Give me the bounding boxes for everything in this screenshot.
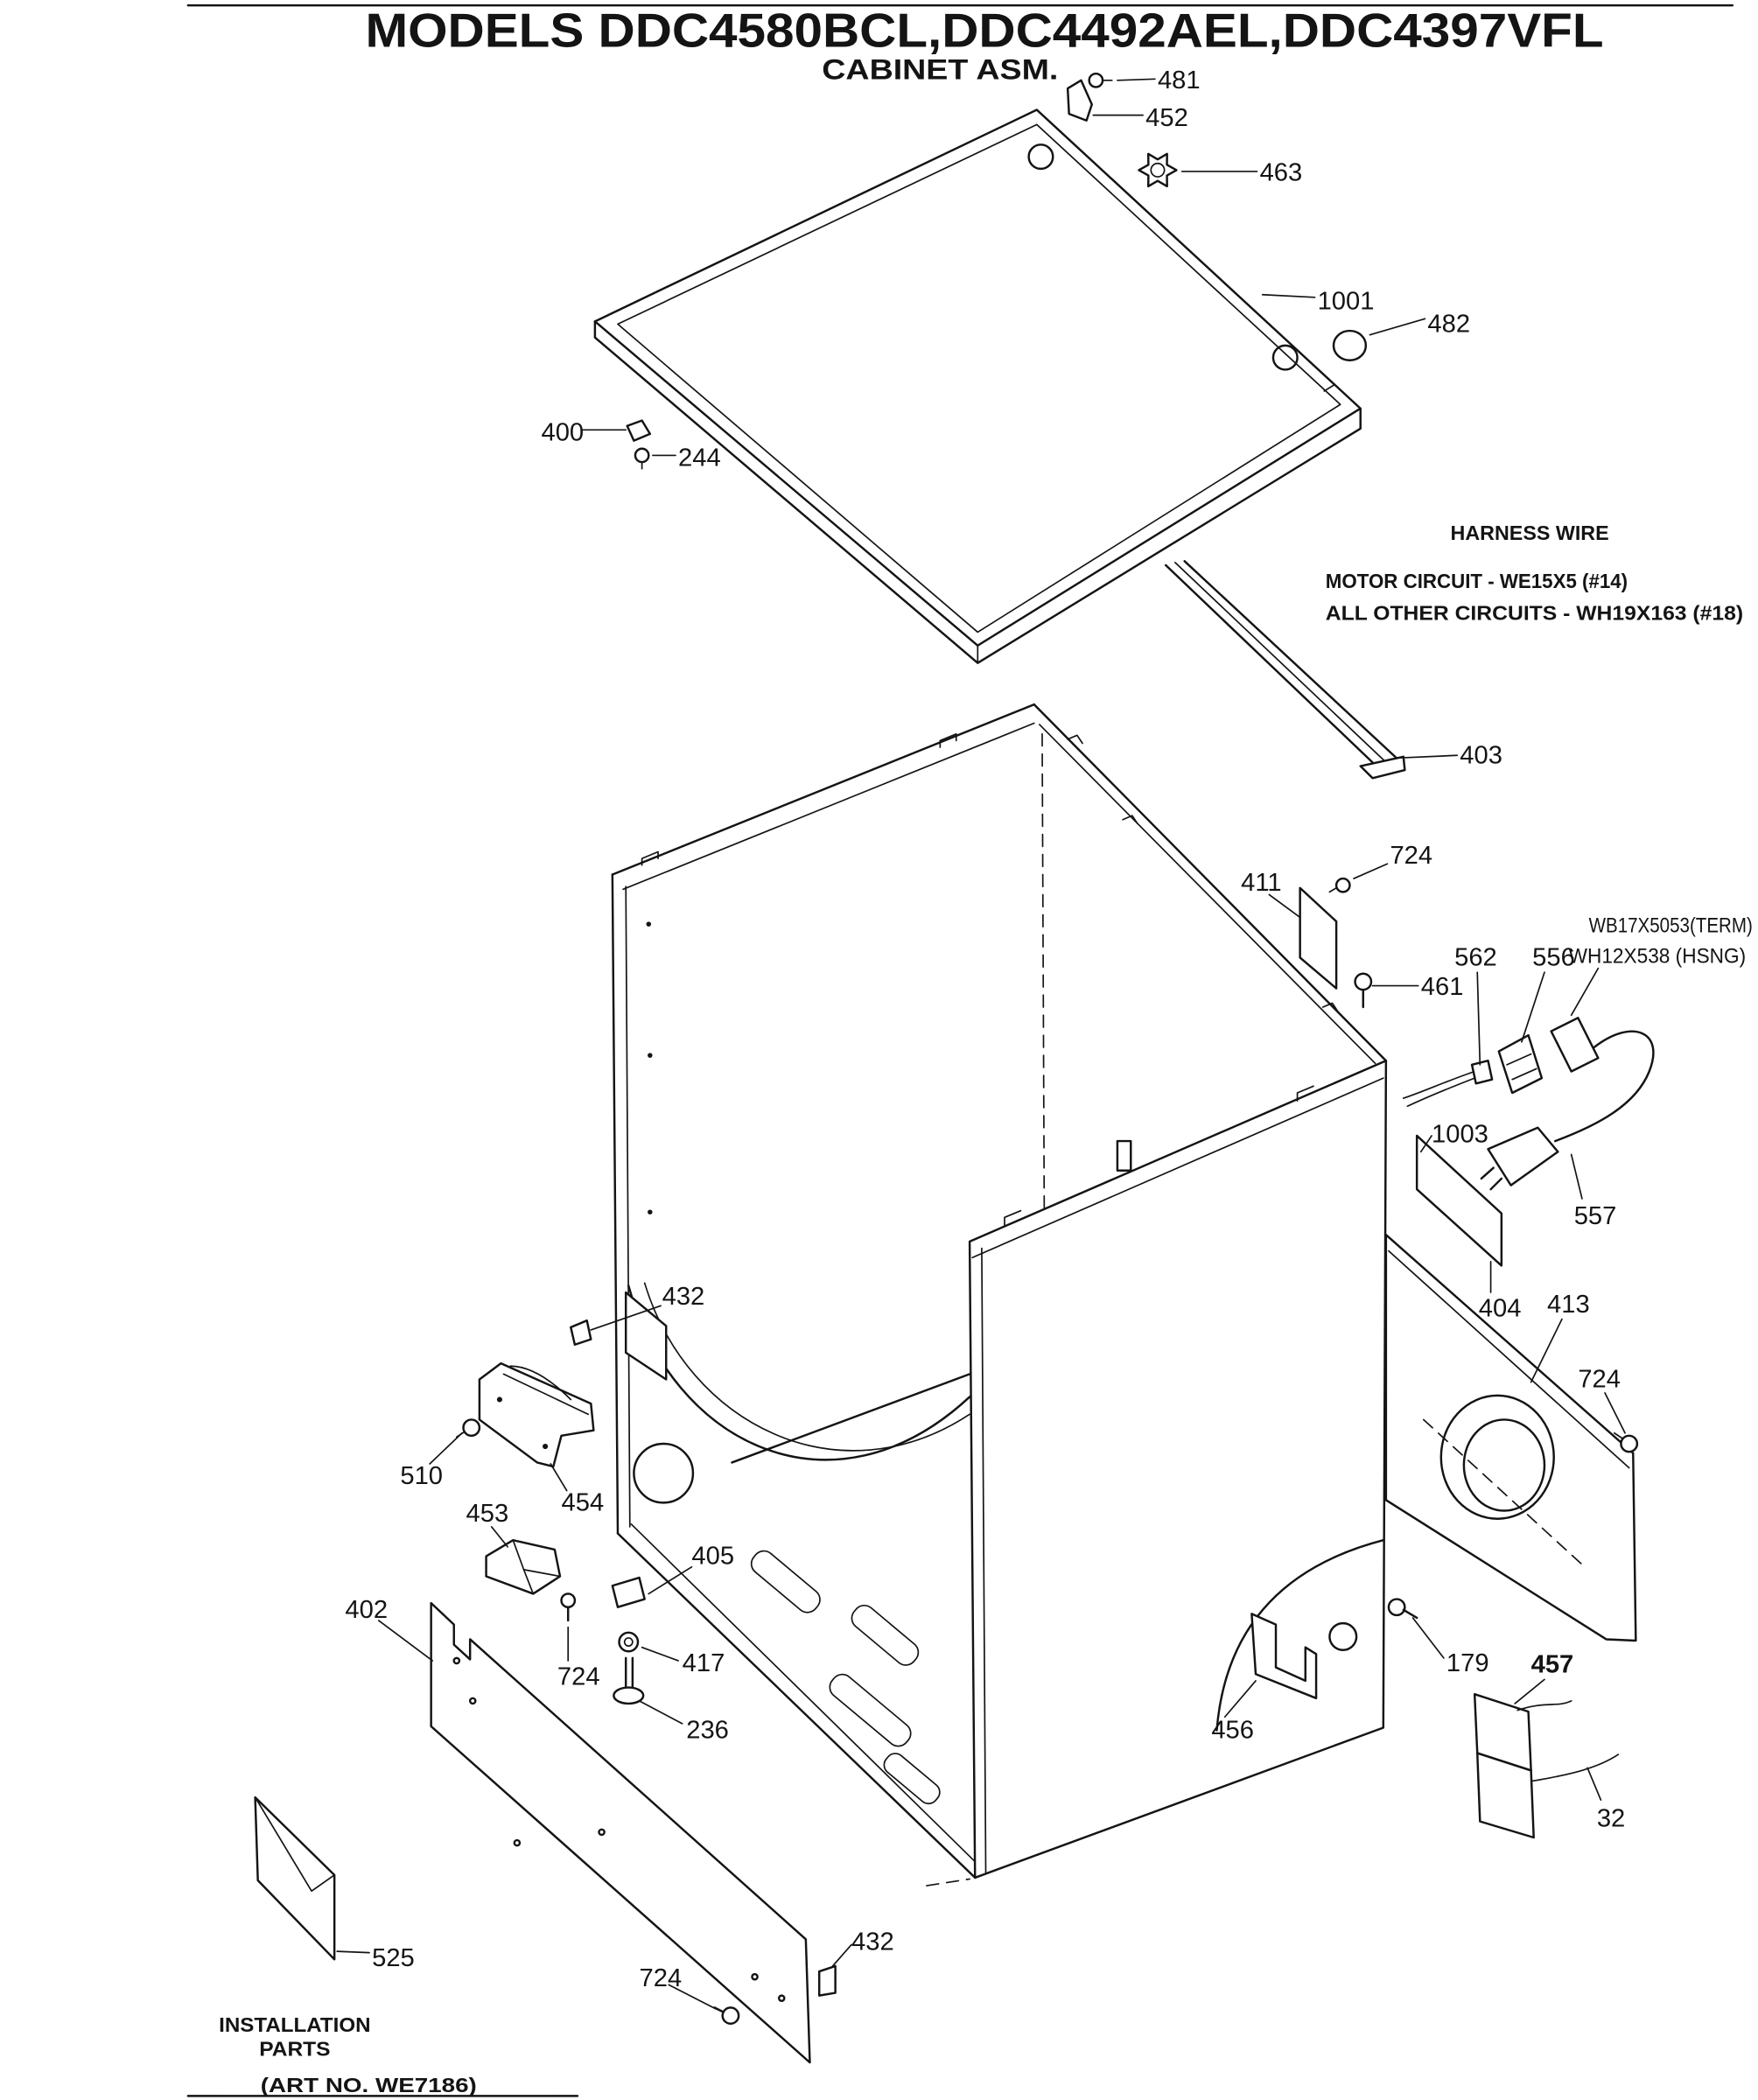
screw-724-b — [1613, 1432, 1639, 1453]
callout-405: 405 — [691, 1543, 734, 1571]
base-hole — [633, 1442, 695, 1504]
terminal-562 — [1402, 1060, 1494, 1108]
housing-part-ref: WH12X538 (HSNG) — [1569, 945, 1747, 969]
leader-lines — [336, 78, 1626, 2010]
callout-413: 413 — [1547, 1291, 1590, 1319]
housing-wh12x538 — [1550, 1017, 1600, 1073]
washer-417 — [618, 1631, 640, 1653]
inner-tab — [1116, 1139, 1132, 1172]
harness-wire-heading: HARNESS WIRE — [1451, 522, 1609, 544]
callout-452: 452 — [1145, 104, 1188, 132]
callout-724-d: 724 — [640, 1964, 683, 1992]
bracket-453 — [485, 1538, 562, 1595]
bracket-452 — [1066, 79, 1093, 122]
page-title: MODELS DDC4580BCL,DDC4492AEL,DDC4397VFL — [365, 4, 1603, 58]
bracket-456 — [1250, 1613, 1318, 1700]
callout-724-a: 724 — [1390, 842, 1432, 870]
callout-724-b: 724 — [1578, 1366, 1621, 1394]
installation-label: INSTALLATION — [219, 2013, 370, 2036]
leveling-leg-236 — [613, 1656, 645, 1705]
callout-481: 481 — [1158, 66, 1201, 94]
callout-432-b: 432 — [851, 1928, 894, 1956]
screw-461 — [1354, 972, 1373, 1009]
screw-724-a — [1328, 877, 1351, 893]
callout-432-a: 432 — [662, 1283, 705, 1311]
plug-482 — [1332, 329, 1368, 361]
callout-1001: 1001 — [1318, 288, 1375, 316]
page-subtitle: CABINET ASM. — [822, 53, 1058, 85]
envelope-525 — [254, 1796, 336, 1961]
callout-244: 244 — [678, 444, 721, 472]
plate-1003 — [1415, 1134, 1503, 1267]
callout-404: 404 — [1479, 1295, 1522, 1323]
callout-525: 525 — [372, 1944, 415, 1972]
callout-417: 417 — [683, 1649, 725, 1677]
top-hole-rear — [1027, 144, 1054, 171]
callout-400: 400 — [542, 419, 585, 447]
art-number: (ART NO. WE7186) — [261, 2074, 477, 2096]
other-circuits-note: ALL OTHER CIRCUITS - WH19X163 (#18) — [1326, 602, 1743, 625]
screw-724-c — [560, 1592, 577, 1622]
callout-557: 557 — [1574, 1202, 1617, 1230]
screw-244 — [634, 447, 650, 470]
power-cord-557 — [1480, 1030, 1655, 1191]
terminal-part-ref: WB17X5053(TERM) — [1589, 914, 1753, 937]
screw-724-d — [713, 2006, 740, 2025]
clip-405 — [611, 1576, 646, 1608]
installation-parts-note: INSTALLATION PARTS (ART NO. WE7186) — [219, 2013, 477, 2096]
callout-724-c: 724 — [557, 1663, 600, 1691]
callout-402: 402 — [345, 1596, 388, 1624]
parts-label: PARTS — [259, 2038, 330, 2061]
callout-454: 454 — [562, 1489, 605, 1517]
callout-179: 179 — [1446, 1649, 1489, 1677]
screw-179 — [1387, 1598, 1418, 1620]
clip-432-a — [570, 1319, 592, 1346]
callout-482: 482 — [1427, 311, 1470, 339]
clip-432-b — [817, 1964, 837, 1997]
callout-403: 403 — [1460, 741, 1502, 769]
harness-wire-note: HARNESS WIRE MOTOR CIRCUIT - WE15X5 (#14… — [1326, 522, 1743, 625]
top-panel — [593, 108, 1362, 664]
callout-1003: 1003 — [1432, 1121, 1488, 1149]
block-556 — [1497, 1033, 1544, 1095]
callout-556: 556 — [1532, 944, 1575, 972]
callout-457: 457 — [1531, 1651, 1574, 1679]
plate-411 — [1299, 886, 1338, 990]
knob-463 — [1138, 152, 1178, 188]
callout-510: 510 — [400, 1462, 443, 1490]
callout-453: 453 — [466, 1500, 509, 1528]
callout-461: 461 — [1421, 973, 1464, 1001]
harness-wire-403 — [1164, 560, 1406, 780]
callout-411: 411 — [1241, 869, 1281, 897]
cabinet-right-wall — [968, 1060, 1388, 1880]
top-hole-front — [1271, 344, 1299, 371]
callout-562: 562 — [1454, 944, 1497, 972]
screw-481 — [1088, 72, 1113, 88]
callout-32: 32 — [1597, 1805, 1625, 1833]
rear-panel-413 — [1384, 1234, 1637, 1642]
hinge-454 — [478, 1362, 595, 1468]
clip-400 — [626, 419, 652, 442]
block-457 — [1473, 1693, 1620, 1839]
toe-panel-402 — [430, 1601, 811, 2064]
callout-236: 236 — [686, 1717, 729, 1745]
callout-463: 463 — [1260, 159, 1303, 187]
motor-circuit-note: MOTOR CIRCUIT - WE15X5 (#14) — [1326, 570, 1628, 592]
callout-456: 456 — [1211, 1717, 1254, 1745]
